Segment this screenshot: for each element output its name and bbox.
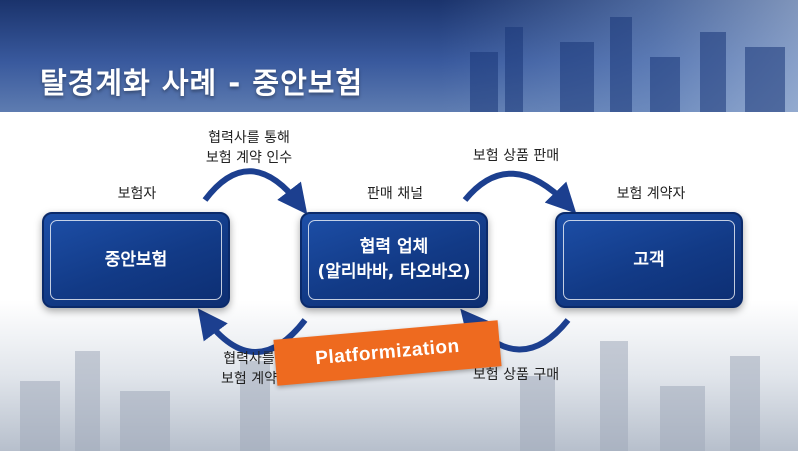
- city-building: [240, 361, 270, 451]
- header-building: [745, 47, 785, 112]
- arrow-insurer-to-channel: [202, 168, 308, 215]
- arrow-channel-to-insurer: [197, 308, 308, 355]
- city-building: [520, 376, 555, 451]
- channel-name: 협력 업체 (알리바바, 타오바오): [317, 237, 471, 282]
- header-building: [650, 57, 680, 112]
- customer-role-label: 보험 계약자: [616, 186, 686, 202]
- city-building: [730, 356, 760, 451]
- header-building: [700, 32, 726, 112]
- insurer-name: 중안보험: [104, 249, 168, 270]
- header-building: [505, 27, 523, 112]
- customer-name: 고객: [633, 249, 665, 270]
- header-building: [560, 42, 594, 112]
- city-building: [660, 386, 705, 451]
- slide-title: 탈경계화 사례 - 중안보험: [40, 66, 364, 100]
- flow-label-top-left: 협력사를 통해 보험 계약 인수: [205, 130, 293, 166]
- insurer-box: 중안보험: [42, 212, 230, 308]
- city-building: [75, 351, 100, 451]
- flow-label-bottom-right: 보험 상품 구매: [472, 367, 560, 383]
- city-backdrop: [0, 300, 798, 451]
- customer-box: 고객: [555, 212, 743, 308]
- flow-label-top-right: 보험 상품 판매: [472, 148, 560, 164]
- header-banner: 탈경계화 사례 - 중안보험: [0, 0, 798, 112]
- city-building: [20, 381, 60, 451]
- header-building: [470, 52, 498, 112]
- city-building: [120, 391, 170, 451]
- platformization-text: Platformization: [314, 335, 461, 370]
- insurer-role-label: 보험자: [117, 186, 157, 202]
- city-building: [600, 341, 628, 451]
- channel-box: 협력 업체 (알리바바, 타오바오): [300, 212, 488, 308]
- arrow-channel-to-customer: [462, 170, 577, 214]
- flow-label-bottom-left: 협력사를 보험 계약: [221, 351, 277, 387]
- channel-role-label: 판매 채널: [367, 186, 423, 202]
- header-building: [610, 17, 632, 112]
